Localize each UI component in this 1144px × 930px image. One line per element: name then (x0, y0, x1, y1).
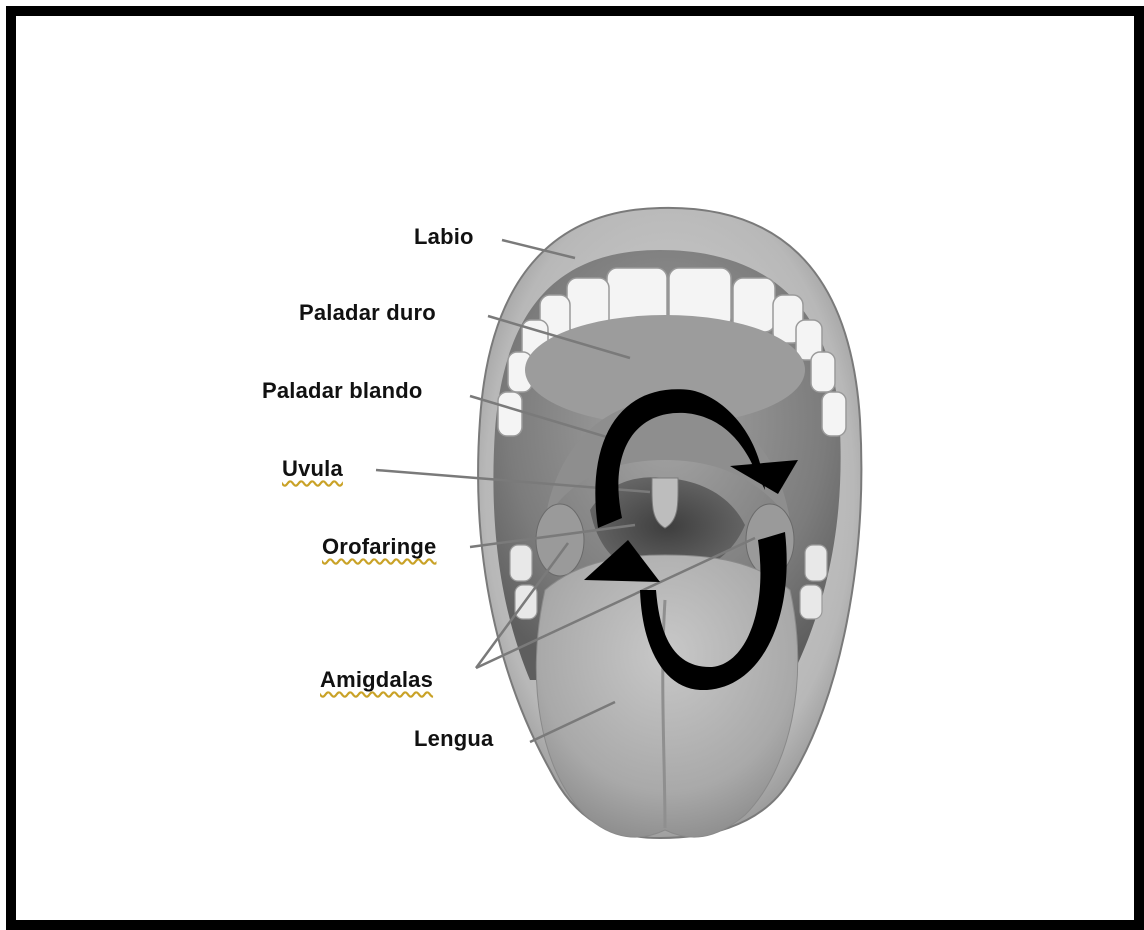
label-paladar-blando: Paladar blando (262, 378, 423, 404)
label-orofaringe: Orofaringe (322, 534, 436, 560)
label-lengua: Lengua (414, 726, 493, 752)
tongue (536, 555, 797, 837)
label-amigdalas: Amigdalas (320, 667, 433, 693)
label-uvula: Uvula (282, 456, 343, 482)
label-paladar-duro: Paladar duro (299, 300, 436, 326)
left-tonsil (536, 504, 584, 576)
label-labio: Labio (414, 224, 474, 250)
